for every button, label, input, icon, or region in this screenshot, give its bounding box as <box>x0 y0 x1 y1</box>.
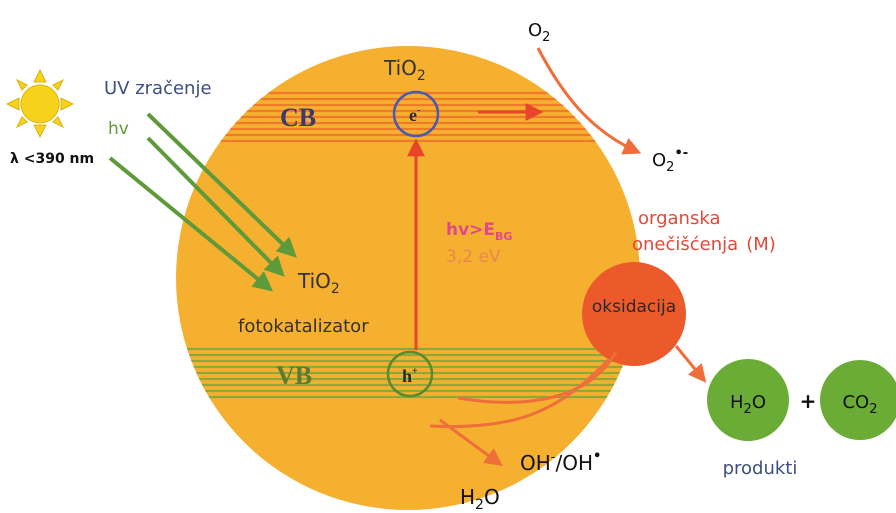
energy-label: hv>EBG <box>446 220 512 243</box>
oh-label: OH-/OH• <box>520 449 601 475</box>
o2-radical-label: O2•- <box>652 146 688 175</box>
electron-circle <box>392 90 440 138</box>
water-oxidation-curve <box>429 358 610 428</box>
h2o-arrow <box>439 418 503 467</box>
hv-label: hv <box>108 119 129 139</box>
tio2-top-label: TiO2 <box>383 56 426 84</box>
to-products-arrow <box>674 345 707 383</box>
co2-product-ball <box>820 360 896 440</box>
o2-label: O2 <box>528 20 550 45</box>
o2-reduction-arrow <box>536 47 642 155</box>
h2o-bottom-label: H2O <box>460 485 500 513</box>
vb-label: VB <box>276 361 312 390</box>
products-label: produkti <box>723 458 798 479</box>
hole-oxidation-curve <box>457 351 618 404</box>
photocatalyst-label: fotokatalizator <box>238 316 369 337</box>
wavelength-label: λ <390 nm <box>10 151 94 167</box>
plus-sign: + <box>800 389 817 413</box>
uv-label: UV zračenje <box>104 78 212 99</box>
conduction-band <box>176 91 640 143</box>
hole-label: h+ <box>402 366 418 386</box>
electron-label: e- <box>409 105 420 125</box>
sun-icon <box>5 68 75 139</box>
hole-circle <box>386 350 434 398</box>
oxidation-ball <box>582 262 686 366</box>
h2o-product-ball <box>707 359 789 441</box>
co2-product-label: CO2 <box>842 392 877 417</box>
uv-arrows <box>108 112 297 292</box>
oxidation-label: oksidacija <box>592 297 676 317</box>
h2o-product-label: H2O <box>730 392 766 417</box>
organic-label-2: onečišćenja(M) <box>632 234 776 255</box>
valence-band <box>176 347 640 399</box>
cb-label: CB <box>280 103 316 132</box>
organic-label-1: organska <box>638 208 720 229</box>
tio2-sphere <box>176 46 640 510</box>
tio2-mid-label: TiO2 <box>297 269 340 297</box>
energy-value: 3,2 eV <box>446 247 501 267</box>
